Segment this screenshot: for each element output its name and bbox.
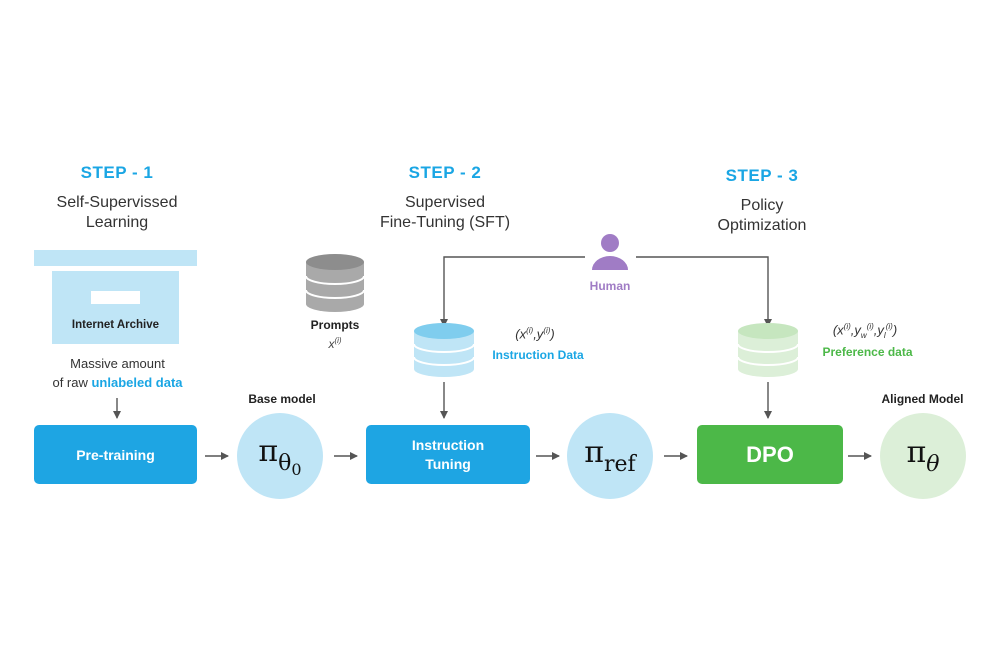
- raw-data-text: Massive amount of raw unlabeled data: [20, 354, 215, 392]
- prompts-database-icon: [305, 254, 365, 312]
- ref-pi: π: [584, 435, 605, 470]
- preference-data-label: Preference data: [822, 345, 913, 359]
- instr-formula-x: (x: [515, 326, 527, 342]
- prompts-x: x: [328, 337, 335, 351]
- instr-formula-end: ): [550, 326, 555, 342]
- human-label: Human: [589, 279, 631, 293]
- step-2-title: Supervised Fine-Tuning (SFT): [355, 193, 535, 233]
- instruction-data-label: Instruction Data: [492, 348, 584, 362]
- step-1-title-line2: Learning: [85, 214, 149, 231]
- base-model-label: Base model: [248, 392, 316, 406]
- reference-model-circle: πref: [567, 413, 653, 499]
- raw-data-prefix: of raw: [52, 375, 92, 390]
- instr-formula-y: ,y: [533, 326, 544, 342]
- base-model-circle: πθ0: [237, 413, 323, 499]
- ref-sub: ref: [604, 452, 636, 477]
- step-3-label: STEP - 3: [725, 166, 799, 185]
- internet-archive-label: Internet Archive: [71, 319, 160, 331]
- instruction-data-database-icon: [413, 323, 475, 377]
- human-to-instruction-line: [440, 256, 585, 327]
- step-1-label: STEP - 1: [80, 163, 154, 182]
- base-pi: π: [258, 433, 279, 469]
- archive-lid: [34, 250, 197, 266]
- raw-data-line1: Massive amount: [70, 356, 165, 371]
- dpo-box: DPO: [697, 425, 843, 484]
- preference-data-formula: (x(i),yw(i),yl(i)): [832, 322, 898, 340]
- prompts-symbol: x(i): [295, 336, 375, 351]
- prompts-sup: (i): [334, 336, 342, 345]
- instruction-data-formula: (x(i),y(i)): [480, 326, 590, 341]
- aligned-model-symbol: πθ: [907, 435, 940, 477]
- base-zero: 0: [291, 459, 302, 479]
- human-to-preference-line: [636, 256, 772, 327]
- aligned-pi: π: [906, 435, 927, 470]
- base-model-symbol: πθ0: [258, 434, 301, 479]
- instr-formula-sup2: (i): [543, 326, 551, 335]
- step-1-title-line1: Self-Supervissed: [56, 194, 178, 211]
- step-1-title: Self-Supervissed Learning: [27, 193, 207, 233]
- instruction-tuning-box: Instruction Tuning: [366, 425, 530, 484]
- step-2-title-line1: Supervised: [404, 194, 486, 211]
- instruction-tuning-line2: Tuning: [425, 455, 471, 472]
- step-2-title-line2: Fine-Tuning (SFT): [379, 214, 511, 231]
- raw-data-highlight: unlabeled data: [91, 375, 183, 390]
- instruction-tuning-line1: Instruction: [411, 436, 485, 453]
- aligned-model-label: Aligned Model: [881, 392, 964, 406]
- dpo-label: DPO: [746, 441, 794, 467]
- pretraining-label: Pre-training: [76, 446, 155, 463]
- preference-data-database-icon: [737, 323, 799, 377]
- base-theta: θ: [278, 450, 292, 476]
- instr-formula-sup1: (i): [526, 326, 534, 335]
- aligned-sub: θ: [926, 452, 940, 477]
- pretraining-box: Pre-training: [34, 425, 197, 484]
- step-2-label: STEP - 2: [408, 163, 482, 182]
- step-3-title-line2: Optimization: [717, 217, 807, 234]
- human-icon: [592, 234, 628, 270]
- step-3-title-line1: Policy: [740, 197, 784, 214]
- raw-data-line2: of raw unlabeled data: [20, 373, 215, 392]
- internet-archive-box: Internet Archive: [52, 271, 179, 344]
- aligned-model-circle: πθ: [880, 413, 966, 499]
- reference-model-symbol: πref: [584, 435, 635, 477]
- step-3-title: Policy Optimization: [672, 196, 852, 236]
- archive-label-slot: [91, 291, 140, 304]
- base-sub: θ0: [278, 450, 302, 479]
- prompts-label: Prompts: [310, 318, 360, 332]
